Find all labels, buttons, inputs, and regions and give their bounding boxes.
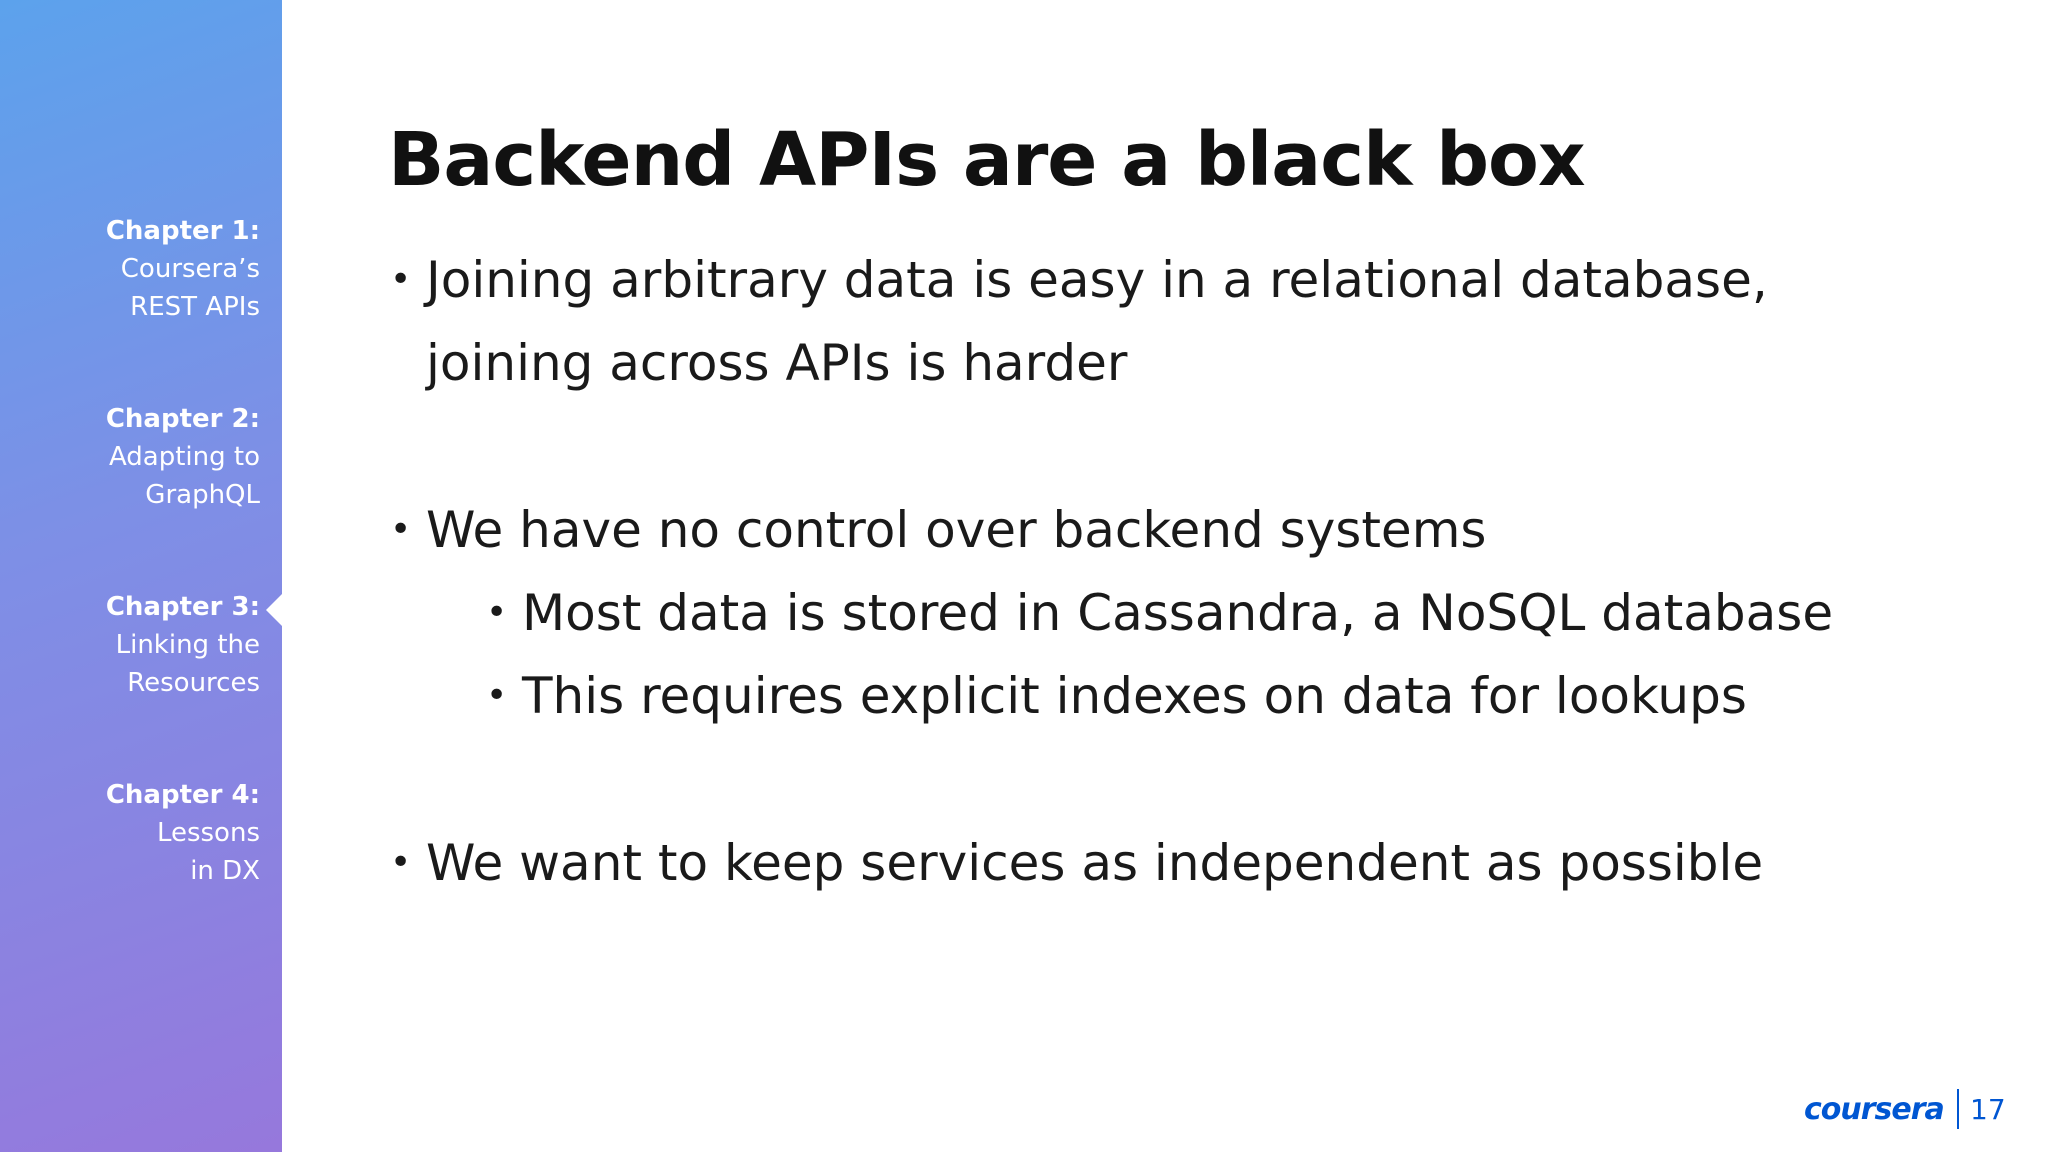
chapter-number: Chapter 1:: [105, 216, 260, 246]
footer-divider: [1957, 1089, 1959, 1129]
bullet-text: Joining arbitrary data is easy in a rela…: [426, 251, 1768, 309]
bullet-icon: •: [486, 675, 508, 716]
bullet-item: • We have no control over backend system…: [390, 488, 1487, 572]
page-number: 17: [1970, 1093, 2006, 1126]
chapter-number: Chapter 4:: [105, 780, 260, 810]
bullet-item-continuation: joining across APIs is harder: [426, 321, 1127, 405]
bullet-icon: •: [390, 842, 412, 883]
bullet-text: We want to keep services as independent …: [426, 834, 1764, 892]
chapter-title-line: Coursera’s: [120, 254, 260, 284]
sidebar-chapter-4[interactable]: Chapter 4: Lessons in DX: [106, 776, 260, 890]
chapter-title-line: Linking the: [115, 630, 260, 660]
bullet-item: • We want to keep services as independen…: [390, 821, 1764, 905]
sub-bullet-item: • Most data is stored in Cassandra, a No…: [486, 571, 1834, 655]
chapter-number: Chapter 2:: [105, 404, 260, 434]
chapter-title-line: REST APIs: [130, 292, 260, 322]
chapter-title-line: GraphQL: [145, 480, 260, 510]
chapter-title-line: in DX: [190, 856, 260, 886]
bullet-item: • Joining arbitrary data is easy in a re…: [390, 238, 1768, 322]
bullet-icon: •: [390, 509, 412, 550]
chapter-title-line: Lessons: [156, 818, 260, 848]
bullet-icon: •: [390, 259, 412, 300]
bullet-text: Most data is stored in Cassandra, a NoSQ…: [522, 584, 1834, 642]
coursera-logo: coursera: [1804, 1092, 1945, 1127]
sub-bullet-item: • This requires explicit indexes on data…: [486, 654, 1747, 738]
bullet-text: This requires explicit indexes on data f…: [522, 667, 1747, 725]
sidebar-chapter-2[interactable]: Chapter 2: Adapting to GraphQL: [106, 400, 260, 514]
bullet-icon: •: [486, 592, 508, 633]
bullet-text: We have no control over backend systems: [426, 501, 1487, 559]
chapter-title-line: Resources: [127, 668, 260, 698]
sidebar-chapter-1[interactable]: Chapter 1: Coursera’s REST APIs: [106, 212, 260, 326]
chapter-sidebar: Chapter 1: Coursera’s REST APIs Chapter …: [0, 0, 282, 1152]
chapter-number: Chapter 3:: [105, 592, 260, 622]
sidebar-chapter-3[interactable]: Chapter 3: Linking the Resources: [106, 588, 260, 702]
chapter-title-line: Adapting to: [108, 442, 260, 472]
slide-title: Backend APIs are a black box: [388, 117, 1586, 203]
bullet-text: joining across APIs is harder: [426, 334, 1128, 392]
active-chapter-pointer-icon: [266, 594, 282, 626]
